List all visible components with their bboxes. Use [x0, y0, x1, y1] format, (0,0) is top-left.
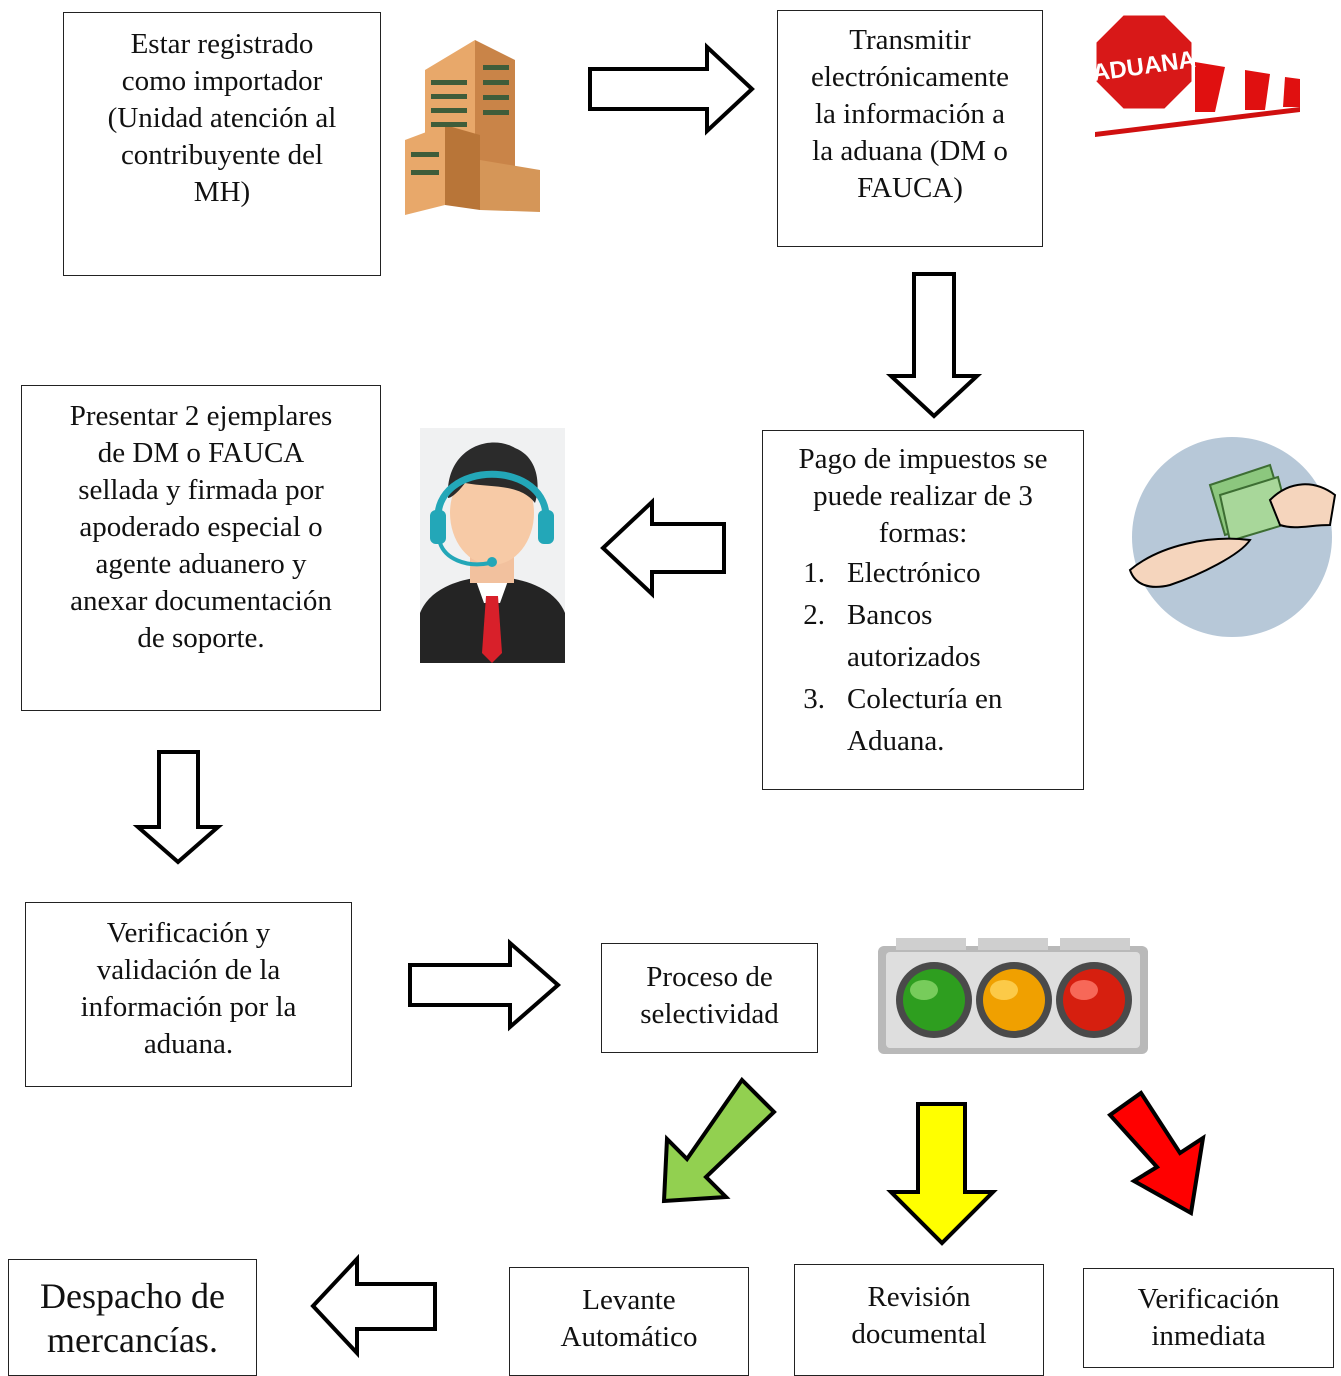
red-arrow	[1107, 1090, 1206, 1217]
arrow-left-2	[310, 1253, 437, 1359]
transmitir-line: la aduana (DM o	[812, 135, 1008, 167]
registro-line: contribuyente del	[120, 139, 324, 171]
money-handover-icon	[1128, 437, 1337, 637]
yellow-arrow	[886, 1102, 998, 1246]
transmitir-line: FAUCA)	[857, 172, 963, 204]
inmediata-box: Verificación inmediata	[1083, 1268, 1334, 1368]
building-icon	[405, 40, 540, 215]
pago-item: 3. Colecturía en Aduana.	[763, 678, 1083, 762]
transmitir-line: Transmitir	[849, 24, 971, 56]
levante-box: Levante Automático	[509, 1267, 749, 1376]
presentar-line: agente aduanero y	[95, 548, 307, 580]
presentar-line: anexar documentación	[70, 585, 332, 617]
call-agent-icon	[420, 428, 565, 663]
verificacion-line: aduana.	[143, 1028, 234, 1060]
verificacion-box: Verificación y validación de la informac…	[25, 902, 352, 1087]
selectividad-box: Proceso de selectividad	[601, 943, 818, 1053]
transmitir-line: la información a	[814, 98, 1006, 130]
registro-line: como importador	[121, 65, 323, 97]
transmitir-box: Transmitir electrónicamente la informaci…	[777, 10, 1043, 247]
verificacion-line: información por la	[80, 991, 297, 1023]
pago-intro-line: formas:	[878, 517, 968, 549]
selectividad-line: Proceso de	[646, 961, 773, 993]
pago-item: 2. Bancos autorizados	[763, 594, 1083, 678]
revision-line: documental	[851, 1318, 987, 1350]
despacho-line: Despacho de	[40, 1276, 225, 1316]
pago-item-text: Bancos autorizados	[847, 599, 981, 673]
presentar-line: sellada y firmada por	[78, 474, 324, 506]
pago-item-number: 3.	[803, 683, 825, 715]
pago-item-number: 1.	[803, 557, 825, 589]
presentar-box: Presentar 2 ejemplares de DM o FAUCA sel…	[21, 385, 381, 711]
verificacion-line: Verificación y	[106, 917, 271, 949]
arrow-right-1	[588, 42, 755, 136]
traffic-light-icon	[878, 938, 1148, 1054]
arrow-down-2	[132, 750, 224, 865]
arrow-right-2	[408, 938, 562, 1032]
despacho-line: mercancías.	[47, 1320, 218, 1360]
transmitir-line: electrónicamente	[810, 61, 1010, 93]
revision-box: Revisión documental	[794, 1264, 1044, 1376]
pago-list: 1. Electrónico 2. Bancos autorizados 3. Col…	[763, 552, 1083, 762]
inmediata-line: Verificación	[1137, 1283, 1280, 1315]
verificacion-line: validación de la	[96, 954, 281, 986]
arrow-left-1	[600, 497, 726, 599]
selectividad-line: selectividad	[640, 998, 779, 1030]
despacho-box: Despacho de mercancías.	[8, 1259, 257, 1376]
presentar-line: apoderado especial o	[79, 511, 323, 543]
levante-line: Levante	[582, 1284, 676, 1316]
inmediata-line: inmediata	[1151, 1320, 1266, 1352]
levante-line: Automático	[560, 1321, 698, 1353]
green-arrow	[661, 1076, 777, 1204]
registro-box: Estar registrado como importador (Unidad…	[63, 12, 381, 276]
revision-line: Revisión	[867, 1281, 971, 1313]
registro-line: (Unidad atención al	[107, 102, 337, 134]
aduana-barrier-icon: ADUANA	[1095, 12, 1300, 137]
pago-intro-line: Pago de impuestos se	[798, 443, 1048, 475]
presentar-line: Presentar 2 ejemplares	[69, 400, 333, 432]
pago-item-number: 2.	[803, 599, 825, 631]
pago-item-text: Electrónico	[847, 557, 981, 589]
presentar-line: de DM o FAUCA	[97, 437, 305, 469]
pago-intro-line: puede realizar de 3	[813, 480, 1033, 512]
pago-item-text: Colecturía en Aduana.	[847, 683, 1003, 757]
registro-line: Estar registrado	[130, 28, 314, 60]
registro-line: MH)	[193, 176, 251, 208]
pago-item: 1. Electrónico	[763, 552, 1083, 594]
pago-box: Pago de impuestos se puede realizar de 3…	[762, 430, 1084, 790]
arrow-down-1	[885, 272, 983, 419]
presentar-line: de soporte.	[137, 622, 265, 654]
